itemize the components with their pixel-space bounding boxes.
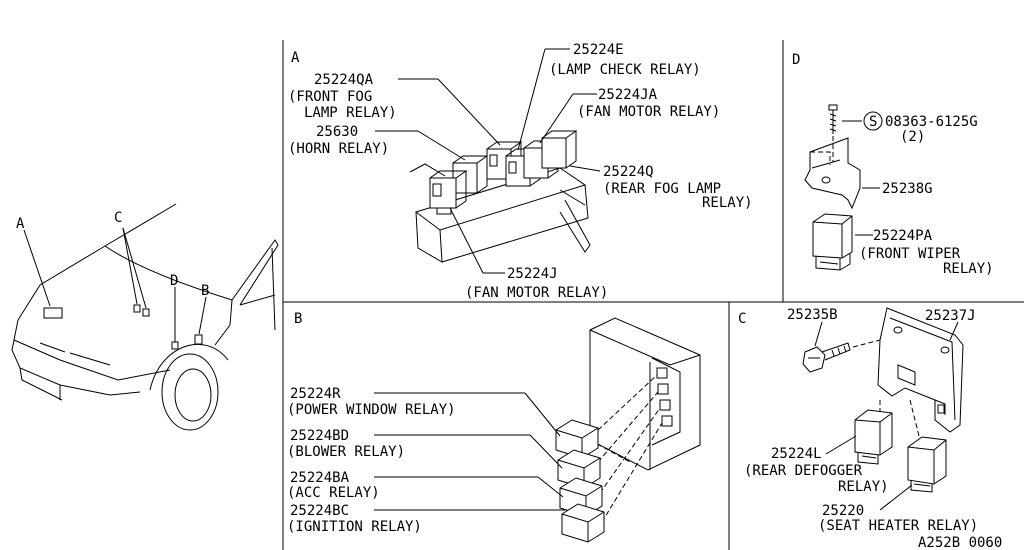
part-25224l: 25224L bbox=[771, 446, 822, 462]
leaders-a bbox=[375, 48, 601, 274]
panel-dividers bbox=[282, 40, 1024, 550]
leaders-b bbox=[374, 392, 565, 511]
qty-08363: (2) bbox=[900, 129, 925, 145]
part-25237j: 25237J bbox=[925, 308, 976, 324]
junction-box-b bbox=[555, 317, 701, 543]
relay-block-a bbox=[409, 130, 591, 263]
section-d-letter: D bbox=[792, 52, 800, 68]
relay-25224bd bbox=[557, 449, 601, 489]
section-a-letter: A bbox=[291, 50, 300, 66]
bolt-08363 bbox=[828, 104, 838, 134]
part-25235b: 25235B bbox=[787, 307, 838, 323]
relay-25224l bbox=[854, 409, 893, 465]
desc-25224l-1: (REAR DEFOGGER bbox=[744, 463, 863, 479]
part-25224ja: 25224JA bbox=[598, 87, 658, 103]
desc-25224ba: (ACC RELAY) bbox=[287, 485, 380, 501]
bolt-25235b bbox=[802, 342, 851, 373]
screw-symbol: S bbox=[869, 114, 877, 130]
desc-25224qa-2: LAMP RELAY) bbox=[304, 105, 397, 121]
relay-25224pa bbox=[812, 213, 853, 271]
section-c-letter: C bbox=[738, 311, 746, 327]
part-25224bc: 25224BC bbox=[290, 503, 349, 519]
desc-25630: (HORN RELAY) bbox=[288, 141, 389, 157]
panel-c-parts bbox=[802, 307, 964, 511]
relay-25220 bbox=[907, 436, 947, 493]
desc-25224pa-2: RELAY) bbox=[943, 261, 994, 277]
screw-symbol-circle bbox=[863, 111, 883, 131]
desc-25220: (SEAT HEATER RELAY) bbox=[818, 518, 978, 534]
part-25224pa: 25224PA bbox=[873, 228, 933, 244]
overview-label-c: C bbox=[114, 210, 122, 226]
bracket-25238g bbox=[804, 137, 861, 210]
desc-25224bc: (IGNITION RELAY) bbox=[287, 519, 422, 535]
part-25224e: 25224E bbox=[573, 42, 624, 58]
desc-25224bd: (BLOWER RELAY) bbox=[287, 444, 405, 460]
relay-25224r bbox=[555, 419, 599, 459]
part-25224qa: 25224QA bbox=[314, 72, 374, 88]
section-b-letter: B bbox=[294, 311, 302, 327]
desc-25224pa-1: (FRONT WIPER bbox=[859, 246, 961, 262]
panel-d-parts bbox=[804, 104, 883, 271]
car-overview bbox=[11, 203, 279, 431]
desc-25224r: (POWER WINDOW RELAY) bbox=[287, 402, 456, 418]
part-25224q: 25224Q bbox=[603, 164, 654, 180]
overview-label-b: B bbox=[201, 283, 209, 299]
relay-25630 bbox=[452, 155, 489, 194]
part-25224bd: 25224BD bbox=[290, 428, 349, 444]
part-08363-6125g: 08363-6125G bbox=[885, 114, 978, 130]
diagram-code: A252B 0060 bbox=[918, 535, 1002, 550]
overview-label-a: A bbox=[16, 216, 25, 232]
desc-25224qa-1: (FRONT FOG bbox=[288, 89, 372, 105]
part-25224r: 25224R bbox=[290, 386, 341, 402]
desc-25224q-1: (REAR FOG LAMP bbox=[603, 181, 721, 197]
relay-25224bc bbox=[561, 503, 605, 543]
bracket-25237j bbox=[877, 307, 964, 433]
part-25630: 25630 bbox=[316, 124, 358, 140]
desc-25224ja: (FAN MOTOR RELAY) bbox=[577, 104, 720, 120]
part-25224j: 25224J bbox=[507, 266, 558, 282]
part-25220: 25220 bbox=[822, 503, 864, 519]
desc-25224q-2: RELAY) bbox=[702, 195, 753, 211]
part-25224ba: 25224BA bbox=[290, 470, 350, 486]
desc-25224e: (LAMP CHECK RELAY) bbox=[549, 62, 701, 78]
relay-25224q bbox=[541, 130, 578, 169]
part-25238g: 25238G bbox=[882, 181, 933, 197]
overview-label-d: D bbox=[170, 273, 178, 289]
desc-25224j: (FAN MOTOR RELAY) bbox=[465, 285, 608, 301]
desc-25224l-2: RELAY) bbox=[838, 479, 889, 495]
